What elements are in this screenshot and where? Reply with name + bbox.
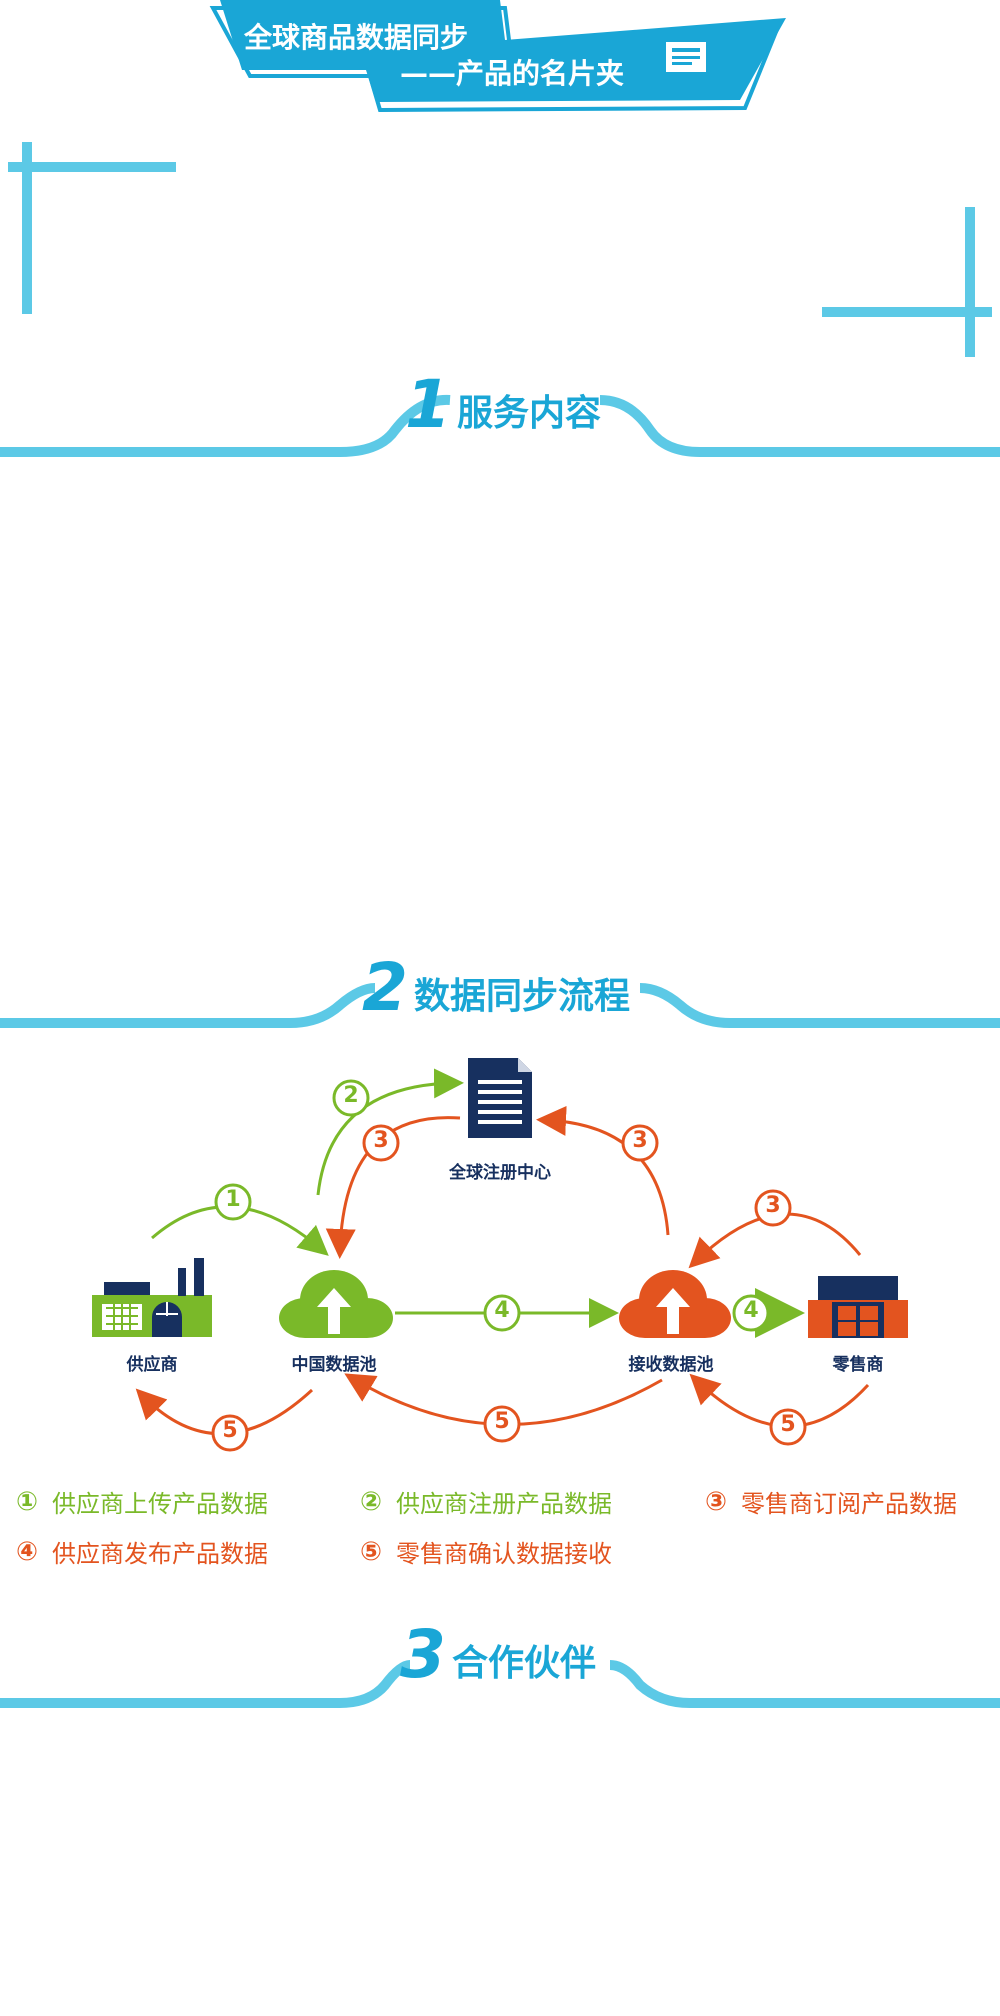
- legend-num-3: ③: [705, 1486, 728, 1517]
- node-label-receive-pool: 接收数据池: [628, 1355, 714, 1375]
- legend-num-1: ①: [16, 1486, 39, 1517]
- step-circles: [211, 1079, 807, 1452]
- section-separator-3: [0, 1660, 1000, 1708]
- node-label-retailer: 零售商: [832, 1355, 884, 1375]
- corner-bracket-right: [822, 207, 992, 357]
- banner-title-line2: ——产品的名片夹: [400, 57, 625, 90]
- banner-title-line1: 全球商品数据同步: [244, 21, 469, 54]
- arrow-step-3a: [325, 1116, 461, 1259]
- step-circle-3c: [754, 1189, 792, 1227]
- step-number-5b: 5: [494, 1409, 510, 1434]
- store-icon: [808, 1276, 908, 1338]
- step-circle-3b: [621, 1124, 659, 1162]
- section-separator-1: [0, 394, 1000, 457]
- section-title-3: 合作伙伴: [451, 1643, 596, 1684]
- step-circle-3a: [362, 1124, 400, 1162]
- step-number-3b: 3: [632, 1128, 648, 1153]
- section-title-2: 数据同步流程: [413, 976, 630, 1017]
- title-banner: [209, 0, 786, 113]
- legend-num-5: ⑤: [360, 1536, 383, 1567]
- step-circle-4b: [732, 1294, 770, 1332]
- cloud-upload-icon-receive: [619, 1270, 731, 1338]
- step-number-5c: 5: [780, 1412, 796, 1437]
- section-title-1: 服务内容: [456, 393, 601, 434]
- legend-item-3: ③ 零售商订阅产品数据: [705, 1484, 957, 1519]
- legend-text-5: 零售商确认数据接收: [396, 1540, 613, 1568]
- legend-item-5: ⑤ 零售商确认数据接收: [360, 1534, 612, 1569]
- step-circle-4a: [483, 1294, 521, 1332]
- legend-text-2: 供应商注册产品数据: [396, 1490, 613, 1518]
- step-number-4a: 4: [494, 1298, 510, 1323]
- section-number-1: 1: [405, 366, 451, 443]
- section-number-3: 3: [400, 1616, 446, 1693]
- factory-icon: [92, 1258, 212, 1337]
- step-number-3a: 3: [373, 1128, 389, 1153]
- step-circle-5c: [769, 1408, 807, 1446]
- legend-text-4: 供应商发布产品数据: [52, 1540, 269, 1568]
- step-number-5a: 5: [222, 1418, 238, 1443]
- section-heading-3: 3 合作伙伴: [400, 1622, 596, 1688]
- node-label-supplier: 供应商: [126, 1355, 178, 1375]
- corner-bracket-left: [8, 142, 176, 314]
- legend-num-2: ②: [360, 1486, 383, 1517]
- legend-text-3: 零售商订阅产品数据: [741, 1490, 958, 1518]
- step-number-3c: 3: [765, 1193, 781, 1218]
- legend-item-1: ① 供应商上传产品数据: [16, 1484, 268, 1519]
- section-separator-2: [0, 983, 1000, 1028]
- cloud-upload-icon-china: [279, 1270, 393, 1338]
- legend-num-4: ④: [16, 1536, 39, 1567]
- step-circle-1: [214, 1183, 252, 1221]
- node-label-china-pool: 中国数据池: [291, 1355, 377, 1375]
- folder-card-icon: [666, 42, 706, 72]
- legend-text-1: 供应商上传产品数据: [52, 1490, 269, 1518]
- step-number-2: 2: [343, 1083, 359, 1108]
- section-heading-1: 1 服务内容: [405, 372, 601, 438]
- step-circle-5b: [483, 1405, 521, 1443]
- section-number-2: 2: [362, 949, 408, 1026]
- document-icon: [468, 1058, 532, 1138]
- node-label-registry: 全球注册中心: [449, 1163, 551, 1183]
- section-heading-2: 2 数据同步流程: [362, 955, 630, 1021]
- legend-item-4: ④ 供应商发布产品数据: [16, 1534, 268, 1569]
- step-circle-5a: [211, 1414, 249, 1452]
- step-number-1: 1: [225, 1187, 241, 1212]
- step-number-4b: 4: [743, 1298, 759, 1323]
- legend-item-2: ② 供应商注册产品数据: [360, 1484, 612, 1519]
- step-circle-2: [332, 1079, 370, 1117]
